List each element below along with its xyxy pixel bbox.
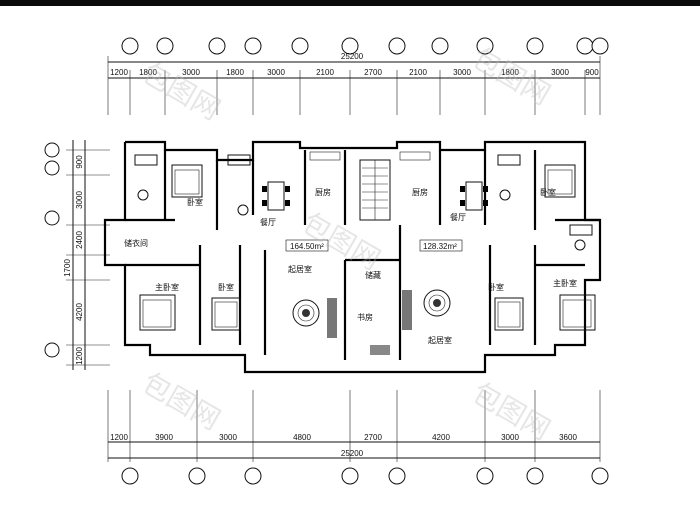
bathroom-fixtures [134, 154, 593, 251]
living-room-rugs [292, 289, 451, 327]
left-axis-markers [44, 142, 60, 358]
left-bed3-label: 卧室 [187, 197, 203, 207]
bottom-seg-1: 3900 [155, 433, 173, 442]
top-seg-6: 2700 [364, 68, 382, 77]
top-seg-0: 1200 [110, 68, 128, 77]
top-seg-2: 3000 [182, 68, 200, 77]
right-area-label: 128.32m² [423, 242, 457, 251]
bottom-seg-5: 4200 [432, 433, 450, 442]
right-living-label: 起居室 [428, 335, 452, 345]
left-area-label: 164.50m² [290, 242, 324, 251]
left-cloak-label: 储衣间 [124, 238, 148, 248]
left-living-label: 起居室 [288, 264, 312, 274]
left-seg-5: 1200 [75, 347, 84, 365]
sofas [327, 290, 412, 355]
top-seg-3: 1800 [226, 68, 244, 77]
bottom-seg-0: 1200 [110, 433, 128, 442]
top-axis-markers [121, 37, 609, 55]
left-unit-room-labels: 卧室 储衣间 主卧室 卧室 餐厅 厨房 起居室 书房 164.50m² [124, 187, 373, 322]
top-segment-labels: 1200 1800 3000 1800 3000 2100 2700 2100 … [110, 68, 599, 77]
right-dining-label: 餐厅 [450, 213, 466, 222]
top-seg-10: 3000 [551, 68, 569, 77]
left-dining-label: 餐厅 [260, 218, 276, 227]
left-dimension-lines [66, 140, 110, 370]
right-kitchen-label: 厨房 [412, 187, 428, 197]
left-master-label: 主卧室 [155, 282, 179, 292]
left-study-label: 书房 [357, 312, 373, 322]
stair-core [362, 160, 388, 220]
top-seg-1: 1800 [139, 68, 157, 77]
left-bed2-label: 卧室 [218, 282, 234, 292]
beds [139, 164, 596, 331]
left-seg-0: 900 [75, 155, 84, 169]
bottom-seg-2: 3000 [219, 433, 237, 442]
bottom-total-dimension: 25200 [341, 449, 364, 458]
top-black-bar [0, 0, 700, 6]
left-segment-labels: 900 3000 2400 1700 4200 1200 [63, 155, 84, 365]
bottom-seg-7: 3600 [559, 433, 577, 442]
bottom-dimension-lines [107, 390, 601, 462]
building-walls [103, 140, 602, 374]
core-storage-label: 储藏 [365, 270, 381, 280]
right-unit-room-labels: 卧室 卧室 主卧室 餐厅 厨房 起居室 128.32m² [412, 187, 577, 345]
bottom-segment-labels: 1200 3900 3000 4800 2700 4200 3000 3600 [110, 433, 577, 442]
bottom-seg-3: 4800 [293, 433, 311, 442]
right-bed2-label: 卧室 [488, 282, 504, 292]
bottom-seg-4: 2700 [364, 433, 382, 442]
dining-tables [262, 181, 488, 211]
left-seg-4: 4200 [75, 303, 84, 321]
kitchen-counters [309, 151, 431, 161]
top-seg-8: 3000 [453, 68, 471, 77]
top-seg-9: 1800 [501, 68, 519, 77]
left-seg-1: 3000 [75, 191, 84, 209]
top-seg-7: 2100 [409, 68, 427, 77]
top-seg-11: 900 [585, 68, 599, 77]
left-kitchen-label: 厨房 [315, 187, 331, 197]
bottom-axis-markers [121, 467, 609, 485]
left-seg-3: 1700 [63, 259, 72, 277]
bottom-seg-6: 3000 [501, 433, 519, 442]
right-bed3-label: 卧室 [540, 187, 556, 197]
top-total-dimension: 25200 [341, 52, 364, 61]
left-seg-2: 2400 [75, 231, 84, 249]
top-dimension-lines [107, 56, 601, 115]
top-seg-5: 2100 [316, 68, 334, 77]
right-master-label: 主卧室 [553, 278, 577, 288]
top-seg-4: 3000 [267, 68, 285, 77]
